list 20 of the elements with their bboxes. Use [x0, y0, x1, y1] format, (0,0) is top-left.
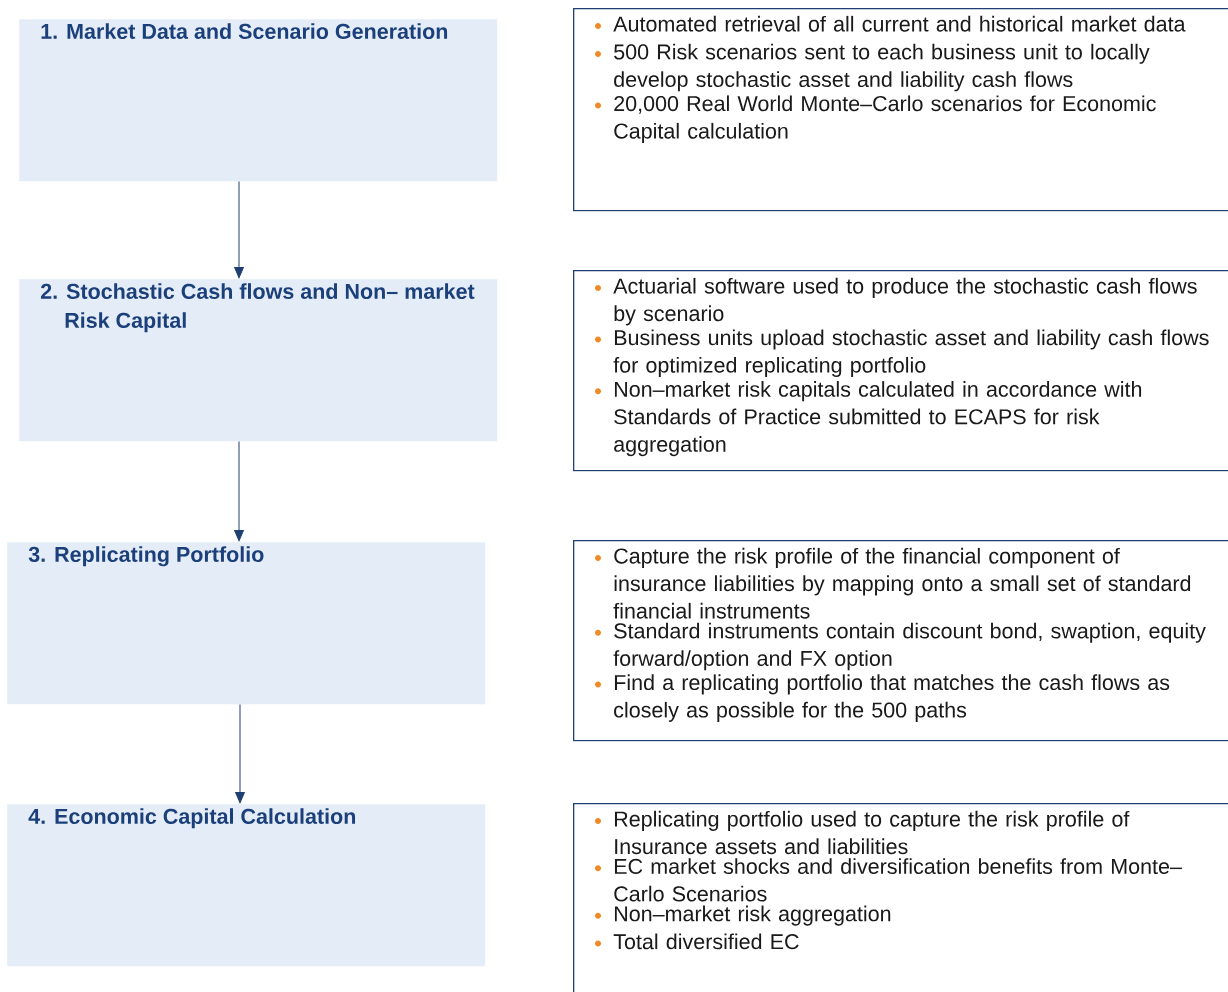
bullet-item: Total diversified EC [613, 933, 799, 950]
arrow [234, 180, 244, 279]
bullet-item: Replicating portfolio used to capture the risk profile of Insurance assets and liabilities [614, 810, 1130, 855]
arrow [234, 440, 244, 542]
bullet-item: Actuarial software used to produce the stochastic cash flows by scenario [613, 277, 1197, 326]
bullet-item: Automated retrieval of all current and historical market data [613, 15, 1186, 32]
bullet-item: 20,000 Real World Monte–Carlo scenarios for Economic Capital calculation [614, 95, 1156, 143]
bullet-item: Find a replicating portfolio that matches the cash flows as closely as possible for the 500 paths [614, 674, 1170, 722]
step-box: 4. Economic Capital Calculation [7, 804, 486, 967]
arrow [235, 703, 245, 804]
bullet-item: Non–market risk capitals calculated in accordance with Standards of Practice submitted to ECAPS for risk aggregation [614, 381, 1142, 457]
step-box: 1. Market Data and Scenario Generation [19, 19, 498, 182]
step-box: 3. Replicating Portfolio [7, 542, 486, 705]
bullet-item: 500 Risk scenarios sent to each business unit to locally develop stochastic asset and liability cash flows [614, 43, 1150, 92]
bullet-item: EC market shocks and diversification benefits from Monte–Carlo Scenarios [614, 858, 1182, 902]
bullet-item: Standard instruments contain discount bond, swaption, equity forward/option and FX option [613, 622, 1206, 671]
bullet-item: Business units upload stochastic asset and liability cash flows for optimized replicating portfolio [613, 329, 1209, 378]
bullet-item: Capture the risk profile of the financial component of insurance liabilities by mapping onto a small set of standard financial instruments [613, 547, 1191, 619]
step-box: 2. Stochastic Cash flows and Non– market Risk Capital [19, 279, 498, 442]
bullet-item: Non–market risk aggregation [614, 905, 891, 926]
